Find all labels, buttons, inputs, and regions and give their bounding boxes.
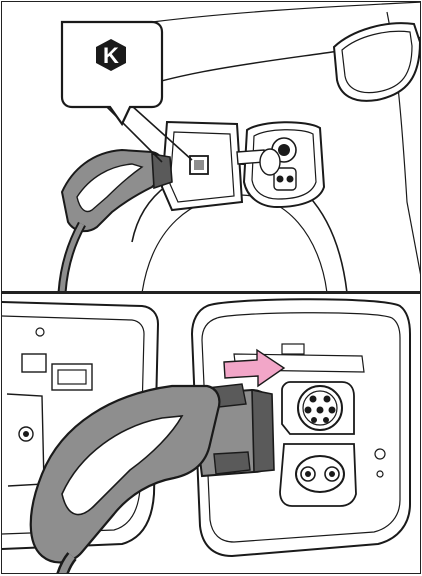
top-panel-drawing: K bbox=[2, 2, 421, 292]
dc-charging-socket bbox=[280, 444, 356, 506]
charging-connector bbox=[62, 150, 172, 292]
top-panel: K bbox=[1, 1, 421, 292]
callout-label: K bbox=[103, 43, 119, 68]
charge-port-lid bbox=[244, 122, 324, 207]
ac-charging-socket bbox=[282, 382, 354, 434]
bottom-panel bbox=[1, 293, 421, 574]
side-mirror bbox=[334, 23, 420, 101]
bottom-panel-drawing bbox=[2, 294, 421, 574]
